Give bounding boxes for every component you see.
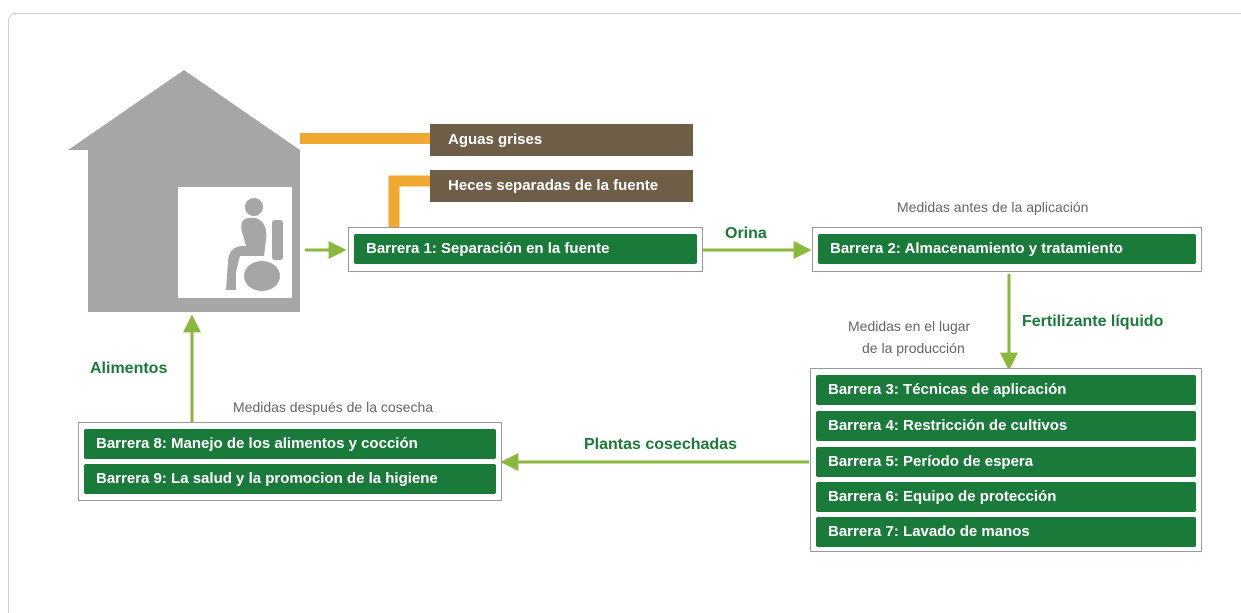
stage-at-production-line1: Medidas en el lugar — [848, 318, 971, 334]
stage-before-application: Medidas antes de la aplicación — [897, 199, 1089, 215]
barrier-7: Barrera 7: Lavado de manos — [816, 517, 1196, 547]
person-on-toilet-icon — [226, 198, 283, 291]
feces-label: Heces separadas de la fuente — [430, 170, 693, 202]
barrier-6: Barrera 6: Equipo de protección — [816, 482, 1196, 512]
stage-at-production-line2: de la producción — [862, 340, 965, 356]
barrier-2-box: Barrera 2: Almacenamiento y tratamiento — [812, 227, 1202, 272]
barrier-9: Barrera 9: La salud y la promocion de la… — [84, 464, 496, 494]
flow-label-urine: Orina — [725, 225, 767, 242]
barrier-2: Barrera 2: Almacenamiento y tratamiento — [818, 234, 1196, 264]
flow-label-food: Alimentos — [90, 360, 168, 377]
diagram-frame — [8, 13, 1241, 613]
greywater-pipe — [300, 133, 432, 144]
post-harvest-barriers-box: Barrera 8: Manejo de los alimentos y coc… — [78, 422, 502, 501]
stage-after-harvest: Medidas después de la cosecha — [233, 399, 434, 415]
barrier-1: Barrera 1: Separación en la fuente — [354, 234, 697, 264]
barrier-1-box: Barrera 1: Separación en la fuente — [348, 227, 703, 272]
flow-label-liquid-fertilizer: Fertilizante líquido — [1022, 313, 1164, 330]
production-barriers-box: Barrera 3: Técnicas de aplicación Barrer… — [810, 368, 1202, 552]
feces-pipe — [388, 175, 432, 232]
barrier-8: Barrera 8: Manejo de los alimentos y coc… — [84, 429, 496, 459]
barrier-5: Barrera 5: Período de espera — [816, 447, 1196, 477]
diagram-graphics — [68, 70, 1018, 471]
greywater-label: Aguas grises — [430, 124, 693, 156]
barrier-3: Barrera 3: Técnicas de aplicación — [816, 375, 1196, 405]
barrier-4: Barrera 4: Restricción de cultivos — [816, 411, 1196, 441]
flow-label-harvested-plants: Plantas cosechadas — [584, 436, 737, 453]
